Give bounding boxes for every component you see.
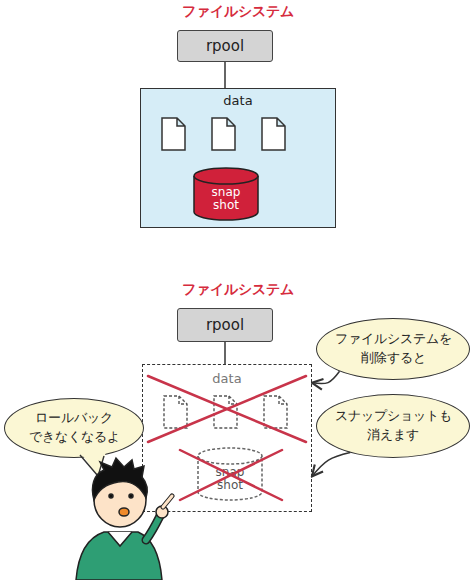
section-title: ファイルシステム [0,3,475,21]
connector-line [224,62,226,88]
person-illustration [76,458,172,580]
cylinder-top [194,168,258,184]
connector-line [224,342,226,364]
node-text: ロールバック できなくなるよ [12,409,136,447]
node-text: rpool [206,37,244,55]
cylinder-top [198,448,262,464]
filesystem-box: data snap shot [140,88,336,228]
node-text: ファイルシステムを 削除すると [324,330,462,368]
deleted-snapshot-cylinder: snap shot [197,447,263,501]
deleted-filesystem-box: data snap shot [142,364,312,512]
node-text: data [223,93,252,108]
cylinder-body [198,456,262,500]
node-text: snap shot [208,466,252,492]
callout-arrow [312,371,340,383]
speech-bubble: ロールバック できなくなるよ [4,398,144,458]
speech-bubble: ファイルシステムを 削除すると [316,318,470,380]
node-text: rpool [206,316,244,334]
section-title: ファイルシステム [0,281,475,299]
node-text: スナップショットも 消えます [324,407,462,445]
callout-arrow [312,453,350,477]
node-text: data [212,371,241,386]
pool-box: rpool [177,30,273,62]
speech-bubble: スナップショットも 消えます [316,394,470,458]
cross-marks [148,376,306,500]
pool-box: rpool [177,308,273,342]
ghost-file-icons [164,396,287,428]
snapshot-cylinder: snap shot [193,167,259,221]
node-text: snap shot [204,186,248,212]
